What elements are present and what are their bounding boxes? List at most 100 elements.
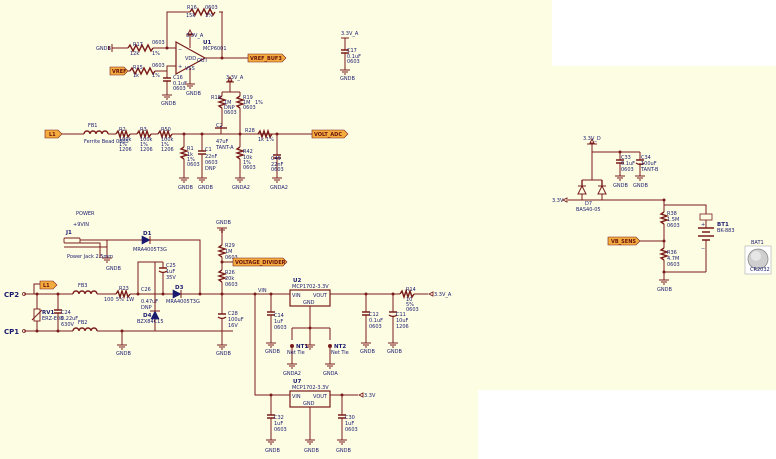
u2-pin-gnd: GND xyxy=(303,300,315,306)
u1-ref: U1 xyxy=(203,40,211,46)
out-3v3a-label: 3.3V_A xyxy=(434,292,452,298)
bt1-plus-sign: + xyxy=(701,222,705,228)
c28-voltage: 16V xyxy=(228,323,238,329)
fb2-ref: FB2 xyxy=(78,320,88,326)
r18-value: 1M xyxy=(224,100,232,106)
l1-filter-flag-label: L1 xyxy=(49,132,56,138)
gnd-c34-symbol xyxy=(635,175,645,181)
c1-pkg: 0603 xyxy=(205,160,218,166)
r18-pkg: 0603 xyxy=(224,110,237,116)
vb-sens-label: VB_SENS xyxy=(611,239,636,245)
d7-ref: D7 xyxy=(585,201,592,207)
vref-buf3-label: VREF_BUF3 xyxy=(250,56,282,62)
r19-resistor xyxy=(234,95,246,109)
power-title: POWER xyxy=(76,211,95,217)
r1-pkg: 0603 xyxy=(187,162,200,168)
r38-value: 1.5M xyxy=(667,217,679,223)
gnd-c12-label: GNDB xyxy=(360,349,375,355)
nt2-ref: NT2 xyxy=(334,344,346,350)
gnd-c33-label: GNDB xyxy=(613,183,628,189)
fb1-note: Ferrite Bead 0805 xyxy=(84,139,129,145)
r17-value: 12k xyxy=(130,51,139,57)
r50-value: 100k xyxy=(161,137,174,143)
vref-flag xyxy=(109,66,129,76)
c14-value: 1uF xyxy=(274,319,283,325)
u1-supply-label: 3.3V_A xyxy=(186,33,204,39)
c28-value: 100uF xyxy=(228,317,244,323)
c16-value: 0.1uF xyxy=(173,81,187,87)
r23-tol: 5% xyxy=(116,297,124,303)
gnd-batt-symbol xyxy=(659,279,669,285)
r36-resistor xyxy=(658,247,670,261)
l1-filter-flag xyxy=(44,129,63,139)
opamp-minus-sign: − xyxy=(178,47,182,53)
opamp-section: R16 0603 15k 1% GNDB R17 0603 12k 1% VRE… xyxy=(96,5,361,107)
c14-pkg: 0603 xyxy=(274,325,287,331)
r16-ref: R16 xyxy=(187,5,197,11)
gnd-c28-symbol xyxy=(217,344,227,350)
gnd-c12-symbol xyxy=(361,342,371,348)
r15-tol: 1% xyxy=(152,73,160,79)
gnd-r42-symbol xyxy=(235,177,245,183)
r50-resistor xyxy=(157,128,173,140)
gnd-left-label: GNDB xyxy=(96,46,111,52)
fb3-ref: FB3 xyxy=(78,283,88,289)
gnd-top-label: GNDB xyxy=(216,220,231,226)
r14-pkg: 0603 xyxy=(406,307,419,313)
rv1-part: ERZ-E08 xyxy=(42,316,63,322)
fb1-ferrite xyxy=(83,130,109,135)
r17-tol: 1% xyxy=(152,51,160,57)
r2-ref: R2 xyxy=(119,127,126,133)
d1-part: MRA4005T3G xyxy=(133,247,167,253)
c24-value: 0.22uF xyxy=(61,316,78,322)
r14-value: 10 xyxy=(406,297,412,303)
d3-part: MRA4005T3G xyxy=(166,299,200,305)
r17-ref: R17 xyxy=(133,42,143,48)
r19-value: 1M xyxy=(243,100,251,106)
c26-ref: C26 xyxy=(141,287,151,293)
voltage-divider-flag xyxy=(232,257,288,267)
filter-supply-label: 3.3V_A xyxy=(226,75,244,81)
gnd-c14-symbol xyxy=(266,342,276,348)
u1-pin-out: OUT xyxy=(197,58,209,64)
rv1-ref: RV1 xyxy=(42,310,54,316)
r26-resistor xyxy=(216,269,228,283)
u7-pin-vin: VIN xyxy=(292,394,301,400)
gnd-u1-label: GNDB xyxy=(186,91,201,97)
r18-ref: R18 xyxy=(211,95,221,101)
r1-value: 1k xyxy=(187,152,193,158)
u1-opamp-symbol xyxy=(175,40,207,76)
volt-adc-flag xyxy=(311,129,349,139)
nt1-ref: NT1 xyxy=(296,344,308,350)
power-section: CP2 CP1 L1 RV1 ERZ-E08 C24 0.22uF 630V F… xyxy=(4,211,452,454)
fb3-ferrite xyxy=(72,290,98,295)
c17-value: 0.1uF xyxy=(347,54,361,60)
r42-pkg: 0603 xyxy=(243,165,256,171)
r15-pkg: 0603 xyxy=(152,63,165,69)
r2-pkg: 1206 xyxy=(119,147,132,153)
r16-tol: 1% xyxy=(205,13,213,19)
cp2-label: CP2 xyxy=(4,291,19,299)
r3-resistor xyxy=(136,128,152,140)
r23-resistor xyxy=(115,288,131,300)
gnd-r1-symbol xyxy=(179,177,189,183)
c26-dnp: DNP xyxy=(141,305,152,311)
c49-pkg: 0603 xyxy=(271,167,284,173)
bt1-ref: BT1 xyxy=(717,222,729,228)
gnd-c1-label: GNDB xyxy=(198,185,213,191)
gnd-c11-label: GNDB xyxy=(387,349,402,355)
c17-supply-label: 3.3V_A xyxy=(341,31,359,37)
c34-value: 100uF xyxy=(641,161,657,167)
u1-part: MCP6001 xyxy=(203,46,227,52)
gnd-j1-symbol xyxy=(102,257,112,263)
r3-ref: R3 xyxy=(140,127,147,133)
gnd-c16-symbol xyxy=(162,94,172,100)
r42-ref: R42 xyxy=(243,149,253,155)
power-plus-vin: +9VIN xyxy=(73,222,89,228)
r50-pkg: 1206 xyxy=(161,147,174,153)
gnd-left-symbol xyxy=(108,44,113,52)
c16-pkg: 0603 xyxy=(173,86,186,92)
d7-3v-label: 3.3V xyxy=(552,198,564,204)
r36-value: 4.7M xyxy=(667,256,679,262)
